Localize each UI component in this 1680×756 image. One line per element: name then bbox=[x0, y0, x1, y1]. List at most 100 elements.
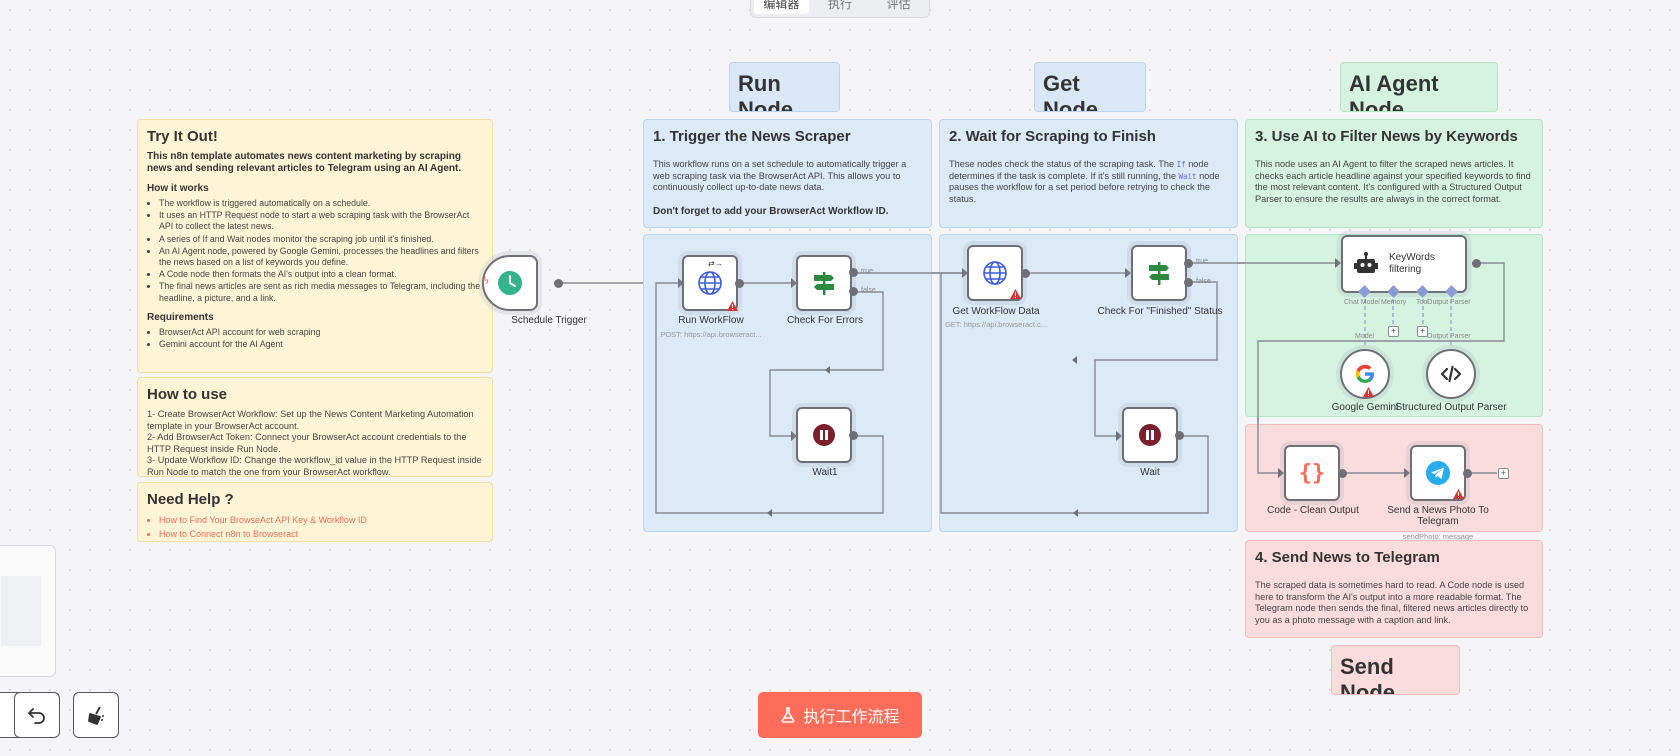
keywords-filtering-node[interactable]: KeyWords filtering bbox=[1341, 235, 1467, 293]
note-title: 1. Trigger the News Scraper bbox=[653, 128, 851, 145]
google-icon bbox=[1355, 364, 1374, 383]
node-subtitle: sendPhoto: message bbox=[1402, 532, 1474, 541]
globe-icon bbox=[983, 261, 1007, 285]
ai-agent-node-header: AI Agent Node bbox=[1340, 62, 1498, 112]
note-lede: This n8n template automates news content… bbox=[147, 151, 462, 174]
clock-icon bbox=[498, 271, 522, 295]
flask-icon bbox=[782, 707, 795, 723]
port-label: Output Parser bbox=[1427, 299, 1471, 306]
output-port[interactable] bbox=[1472, 259, 1481, 268]
pause-icon bbox=[813, 424, 835, 446]
warning-icon bbox=[1010, 289, 1021, 299]
true-label: true bbox=[1196, 258, 1209, 265]
telegram-icon bbox=[1426, 461, 1450, 485]
get-workflow-data-node[interactable] bbox=[967, 245, 1023, 301]
output-port[interactable] bbox=[1463, 469, 1472, 478]
true-label: true bbox=[861, 268, 874, 275]
node-label: KeyWords filtering bbox=[1389, 252, 1435, 275]
false-label: false bbox=[861, 287, 876, 294]
structured-output-parser-node[interactable] bbox=[1426, 349, 1476, 399]
node-box[interactable] bbox=[796, 407, 852, 463]
output-port[interactable] bbox=[1338, 469, 1347, 478]
node-box[interactable] bbox=[1131, 245, 1187, 301]
node-label: Wait bbox=[1140, 467, 1160, 478]
output-parser-tag: Output Parser bbox=[1427, 333, 1471, 340]
note-title: Try It Out! bbox=[147, 128, 218, 145]
false-output-port[interactable] bbox=[849, 287, 858, 296]
need-help-note[interactable]: Need Help ? How to Find Your BrowseAct A… bbox=[137, 482, 493, 542]
minimap-viewport[interactable] bbox=[1, 576, 41, 646]
node-label: Get WorkFlow Data bbox=[952, 306, 1040, 317]
node-label: Wait1 bbox=[812, 467, 838, 478]
check-finished-node[interactable] bbox=[1131, 245, 1187, 301]
code-clean-output-node[interactable]: {} bbox=[1284, 445, 1340, 501]
tab-editor[interactable]: 编辑器 bbox=[754, 0, 809, 14]
section-2-note[interactable]: 2. Wait for Scraping to Finish These nod… bbox=[939, 119, 1238, 228]
note-body: This node uses an AI Agent to filter the… bbox=[1255, 159, 1531, 204]
note-title: Need Help ? bbox=[147, 491, 234, 508]
node-box[interactable] bbox=[1122, 407, 1178, 463]
execute-workflow-button[interactable]: 执行工作流程 bbox=[758, 692, 922, 738]
note-body: This workflow runs on a set schedule to … bbox=[653, 159, 907, 192]
telegram-node[interactable] bbox=[1410, 445, 1466, 501]
step-line: 3- Update Workflow ID: Change the workfl… bbox=[147, 455, 482, 477]
node-box[interactable] bbox=[967, 245, 1023, 301]
how-to-use-note[interactable]: How to use 1- Create BrowserAct Workflow… bbox=[137, 377, 493, 477]
check-for-errors-node[interactable] bbox=[796, 255, 852, 311]
help-link-connect[interactable]: How to Connect n8n to Browseract bbox=[159, 528, 483, 541]
note-title: 3. Use AI to Filter News by Keywords bbox=[1255, 128, 1518, 145]
model-tag: Model bbox=[1355, 333, 1375, 340]
false-output-port[interactable] bbox=[1184, 278, 1193, 287]
node-box[interactable] bbox=[796, 255, 852, 311]
pause-icon bbox=[1139, 424, 1161, 446]
output-port[interactable] bbox=[1021, 269, 1030, 278]
undo-button[interactable] bbox=[14, 692, 60, 738]
how-it-works-list: The workflow is triggered automatically … bbox=[159, 198, 483, 304]
send-node-header: Send Node bbox=[1331, 645, 1460, 695]
node-box[interactable] bbox=[1410, 445, 1466, 501]
true-output-port[interactable] bbox=[1184, 259, 1193, 268]
note-title: How to use bbox=[147, 386, 228, 403]
output-port[interactable] bbox=[1175, 431, 1184, 440]
tab-executions[interactable]: 执行 bbox=[828, 0, 853, 11]
node-label: Schedule Trigger bbox=[511, 315, 587, 326]
view-tab-bar: 编辑器 执行 评估 bbox=[750, 0, 930, 18]
wait1-node[interactable] bbox=[796, 407, 852, 463]
try-it-out-note[interactable]: Try It Out! This n8n template automates … bbox=[137, 119, 493, 373]
add-memory-button[interactable]: + bbox=[1388, 326, 1399, 337]
section-4-note[interactable]: 4. Send News to Telegram The scraped dat… bbox=[1245, 540, 1543, 638]
node-box[interactable]: KeyWords filtering bbox=[1341, 235, 1467, 293]
run-workflow-node[interactable]: ⇄→ bbox=[682, 255, 740, 313]
tidy-up-button[interactable] bbox=[73, 692, 119, 738]
google-gemini-node[interactable] bbox=[1340, 349, 1390, 399]
false-label: false bbox=[1196, 278, 1211, 285]
signpost-icon bbox=[1149, 262, 1169, 285]
node-label: Structured Output Parser bbox=[1395, 402, 1507, 413]
globe-icon bbox=[698, 271, 722, 295]
output-port[interactable] bbox=[554, 279, 563, 288]
tab-evaluations[interactable]: 评估 bbox=[886, 0, 911, 11]
section-1-note[interactable]: 1. Trigger the News Scraper This workflo… bbox=[643, 119, 932, 228]
node-label: Check For "Finished" Status bbox=[1097, 306, 1223, 317]
signpost-icon bbox=[814, 272, 834, 295]
output-port[interactable] bbox=[849, 431, 858, 440]
node-box[interactable] bbox=[682, 255, 738, 311]
node-label: Google Gemini bbox=[1331, 402, 1399, 413]
list-item: An AI Agent node, powered by Google Gemi… bbox=[159, 246, 483, 268]
node-box[interactable]: {} bbox=[1284, 445, 1340, 501]
node-box[interactable] bbox=[482, 255, 538, 311]
minimap[interactable] bbox=[0, 545, 56, 677]
list-item: The workflow is triggered automatically … bbox=[159, 198, 483, 209]
wait-node[interactable] bbox=[1122, 407, 1178, 463]
help-link-api-key[interactable]: How to Find Your BrowseAct API Key & Wor… bbox=[159, 514, 483, 527]
broom-icon bbox=[88, 706, 104, 725]
true-output-port[interactable] bbox=[849, 268, 858, 277]
warning-icon bbox=[1363, 387, 1374, 397]
output-port[interactable] bbox=[735, 279, 744, 288]
add-tool-button[interactable]: + bbox=[1417, 326, 1428, 337]
port-label: Tool bbox=[1416, 299, 1429, 306]
list-item: The final news articles are sent as rich… bbox=[159, 281, 483, 303]
port-label: Chat Model bbox=[1344, 299, 1380, 306]
section-3-note[interactable]: 3. Use AI to Filter News by Keywords Thi… bbox=[1245, 119, 1543, 228]
add-node-button[interactable]: + bbox=[1498, 468, 1509, 479]
